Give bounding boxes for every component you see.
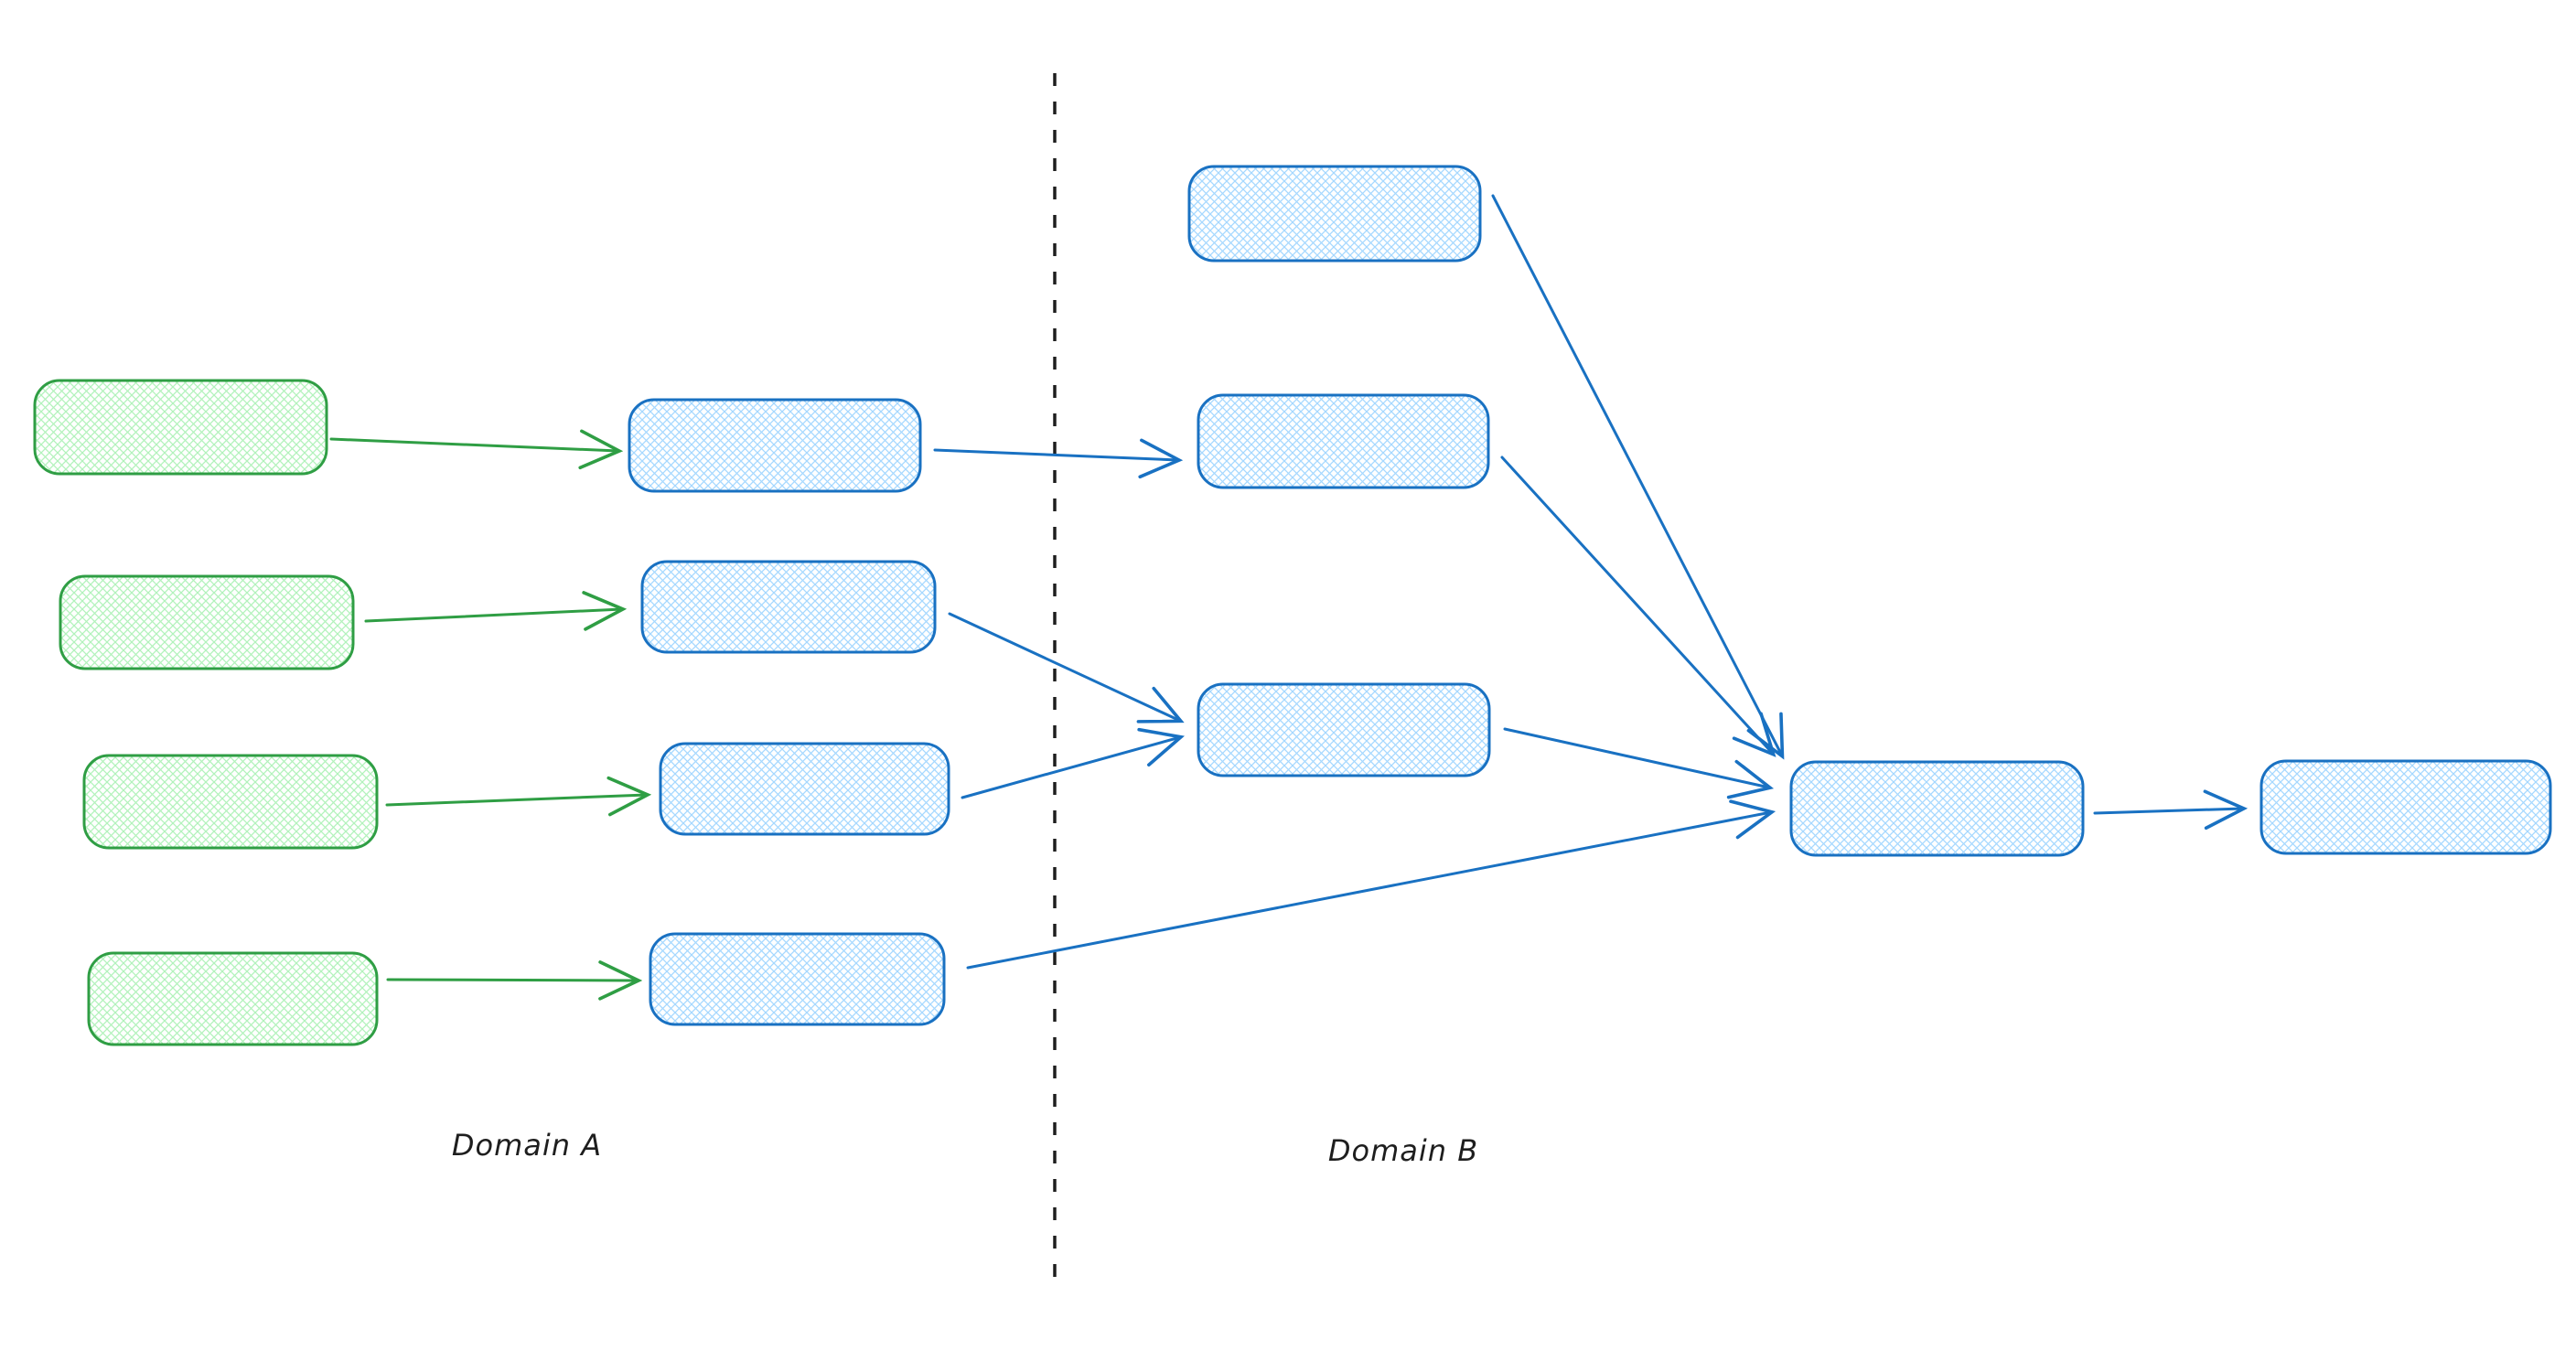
node-domain-b-node-3 bbox=[1197, 682, 1491, 777]
node-domain-a-source-1 bbox=[33, 379, 328, 476]
edge-stage4-to-aggregator bbox=[966, 812, 1771, 970]
node-domain-a-source-4 bbox=[87, 951, 379, 1046]
node-domain-b-output bbox=[2259, 759, 2552, 855]
node-domain-a-source-3 bbox=[82, 754, 379, 850]
domain-b-label: Domain B bbox=[1328, 1133, 1478, 1168]
edge-stage1-to-nodeB2 bbox=[933, 450, 1178, 460]
edge-stage2-to-nodeB3 bbox=[948, 612, 1180, 721]
edge-source1-to-stage1 bbox=[329, 439, 618, 451]
edge-nodeB2-to-aggregator bbox=[1500, 456, 1773, 754]
node-domain-a-stage-2 bbox=[640, 560, 937, 654]
node-domain-a-stage-3 bbox=[659, 742, 950, 836]
node-domain-a-stage-4 bbox=[649, 932, 946, 1026]
edge-source4-to-stage4 bbox=[386, 980, 638, 981]
edge-source3-to-stage3 bbox=[385, 795, 647, 805]
edge-aggregator-to-output bbox=[2093, 809, 2243, 813]
node-domain-b-node-2 bbox=[1197, 393, 1490, 489]
node-domain-a-source-2 bbox=[59, 574, 355, 670]
edge-source2-to-stage2 bbox=[364, 609, 622, 621]
edge-nodeB1-to-aggregator bbox=[1491, 194, 1782, 756]
edge-stage3-to-nodeB3 bbox=[961, 737, 1180, 799]
node-domain-a-stage-1 bbox=[628, 398, 922, 493]
node-domain-b-aggregator bbox=[1789, 760, 2085, 857]
edge-nodeB3-to-aggregator bbox=[1503, 727, 1769, 788]
node-domain-b-node-1 bbox=[1187, 165, 1482, 263]
domain-a-label: Domain A bbox=[452, 1128, 602, 1163]
